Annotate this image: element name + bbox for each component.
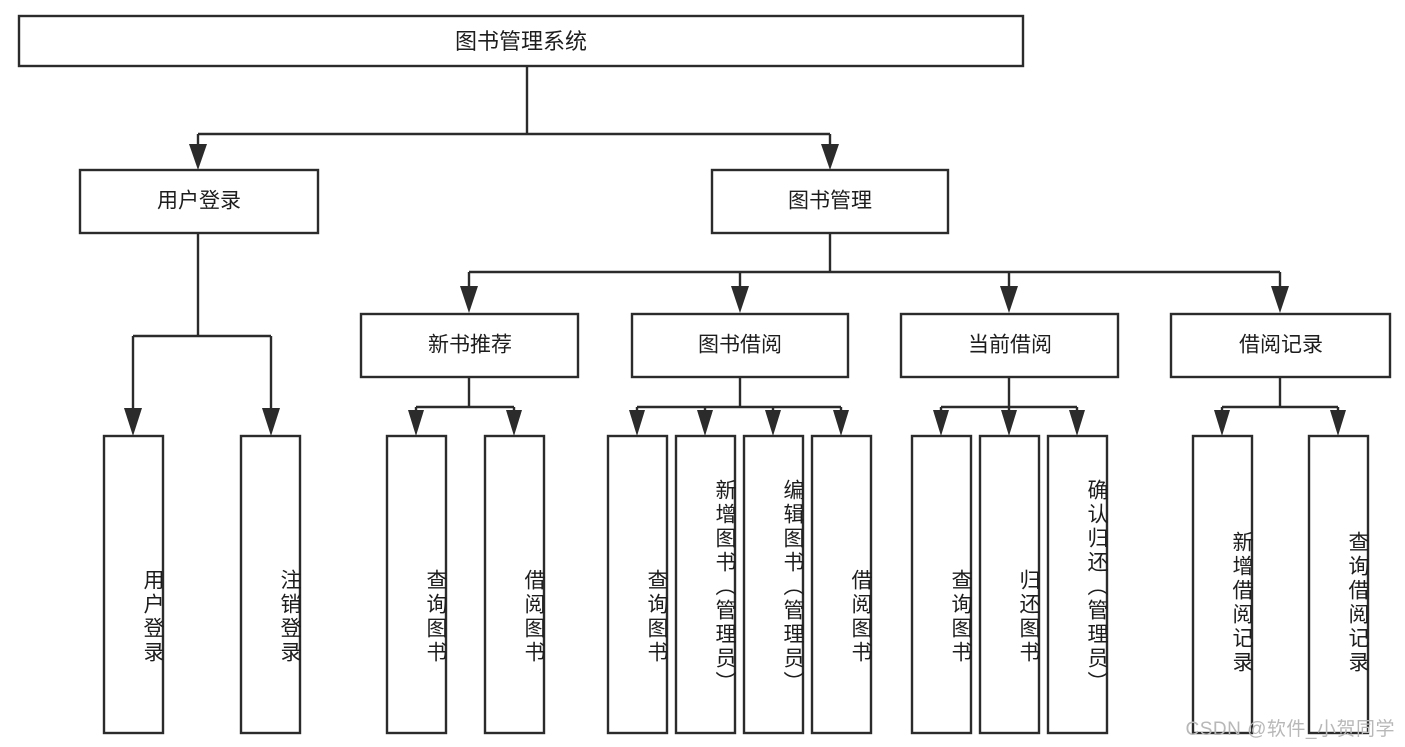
node-root-book-management-system[interactable]: 图书管理系统 <box>17 14 1025 68</box>
arrow-bookmgmt-to-borrow-record <box>1271 286 1289 313</box>
arrow-currentborrow-leaf-3 <box>1069 410 1085 436</box>
node-book-management[interactable]: 图书管理 <box>710 168 950 235</box>
node-user-login-box[interactable] <box>78 168 320 235</box>
arrow-bookmgmt-to-book-borrow <box>731 286 749 313</box>
node-borrow-record[interactable]: 借阅记录 <box>1169 312 1392 379</box>
arrow-borrowrecord-leaf-2 <box>1330 410 1346 436</box>
leaf-box-borrow-book-recommend[interactable] <box>483 434 546 735</box>
node-user-login-label: 用户登录 <box>157 190 241 213</box>
arrow-userlogin-leaf-1 <box>124 408 142 436</box>
leaf-box-borrow-book[interactable] <box>810 434 873 735</box>
node-new-book-recommend-label: 新书推荐 <box>428 334 512 357</box>
arrow-bookmgmt-to-new-book <box>460 286 478 313</box>
node-current-borrow[interactable]: 当前借阅 <box>899 312 1120 379</box>
leaf-box-user-login[interactable] <box>102 434 165 735</box>
arrow-root-to-book-mgmt <box>821 144 839 170</box>
arrow-bookborrow-leaf-2 <box>697 410 713 436</box>
arrow-bookborrow-leaf-1 <box>629 410 645 436</box>
leaf-box-query-book[interactable] <box>606 434 669 735</box>
leaf-group-new-book-recommend <box>385 434 546 735</box>
node-current-borrow-label: 当前借阅 <box>968 334 1052 357</box>
arrow-bookborrow-leaf-4 <box>833 410 849 436</box>
node-borrow-record-label: 借阅记录 <box>1239 334 1323 357</box>
arrow-newbook-leaf-2 <box>506 410 522 436</box>
leaf-group-borrow-record <box>1191 434 1370 735</box>
node-book-borrow-label: 图书借阅 <box>698 334 782 357</box>
leaf-group-user-login <box>102 434 302 735</box>
watermark-label: CSDN @软件_小贺同学 <box>1185 719 1395 740</box>
node-new-book-recommend-box[interactable] <box>359 312 580 379</box>
node-root-box[interactable] <box>17 14 1025 68</box>
leaf-box-query-book-current[interactable] <box>910 434 973 735</box>
leaf-box-return-book[interactable] <box>978 434 1041 735</box>
arrow-bookmgmt-to-current-borrow <box>1000 286 1018 313</box>
arrow-currentborrow-leaf-1 <box>933 410 949 436</box>
leaf-box-confirm-return-admin[interactable] <box>1046 434 1109 735</box>
arrow-currentborrow-leaf-2 <box>1001 410 1017 436</box>
node-root-label: 图书管理系统 <box>455 29 587 54</box>
arrow-bookborrow-leaf-3 <box>765 410 781 436</box>
node-user-login[interactable]: 用户登录 <box>78 168 320 235</box>
arrow-userlogin-leaf-2 <box>262 408 280 436</box>
node-current-borrow-box[interactable] <box>899 312 1120 379</box>
node-new-book-recommend[interactable]: 新书推荐 <box>359 312 580 379</box>
node-borrow-record-box[interactable] <box>1169 312 1392 379</box>
leaf-box-edit-book-admin[interactable] <box>742 434 805 735</box>
node-book-borrow-box[interactable] <box>630 312 850 379</box>
leaf-group-book-borrow <box>606 434 873 735</box>
node-book-management-box[interactable] <box>710 168 950 235</box>
leaf-box-add-borrow-record[interactable] <box>1191 434 1254 735</box>
node-book-borrow[interactable]: 图书借阅 <box>630 312 850 379</box>
leaf-box-logout[interactable] <box>239 434 302 735</box>
arrow-newbook-leaf-1 <box>408 410 424 436</box>
leaf-box-query-book-recommend[interactable] <box>385 434 448 735</box>
connector-group <box>124 67 1346 436</box>
arrow-root-to-user-login <box>189 144 207 170</box>
node-book-management-label: 图书管理 <box>788 190 872 213</box>
arrow-borrowrecord-leaf-1 <box>1214 410 1230 436</box>
leaf-box-query-borrow-record[interactable] <box>1307 434 1370 735</box>
leaf-box-add-book-admin[interactable] <box>674 434 737 735</box>
leaf-group-current-borrow <box>910 434 1109 735</box>
